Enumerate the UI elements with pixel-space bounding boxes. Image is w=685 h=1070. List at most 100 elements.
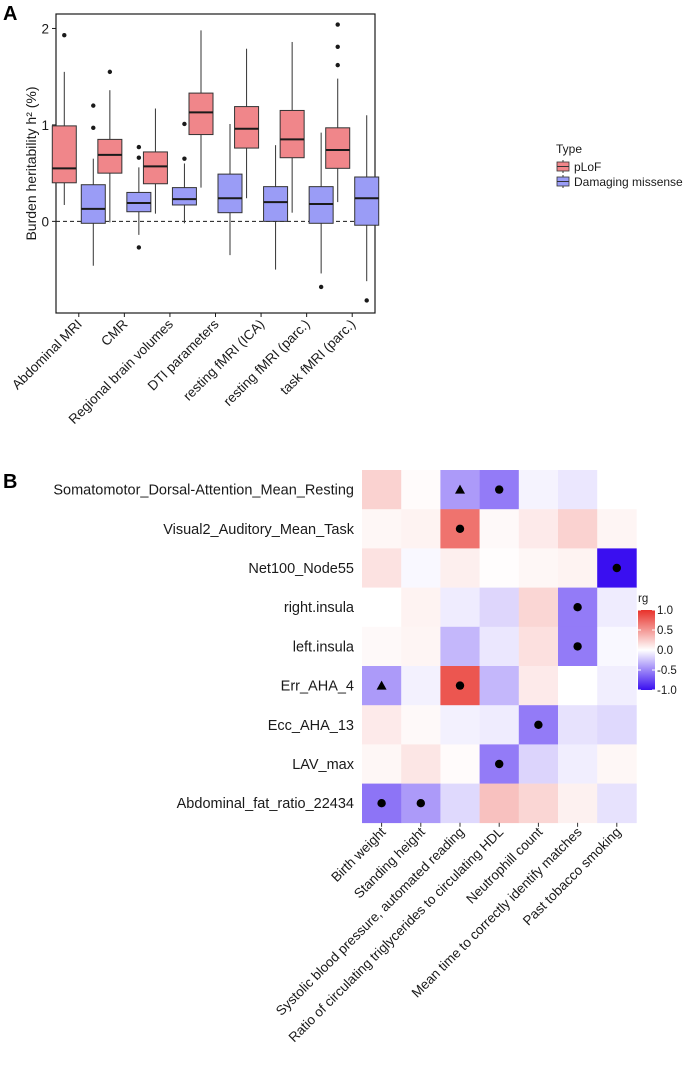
significance-dot-marker — [534, 720, 543, 729]
box-iqr — [51, 125, 77, 184]
heatmap-cell — [558, 705, 598, 745]
heatmap-cell — [362, 705, 402, 745]
box-missense — [263, 145, 289, 270]
box-missense — [217, 123, 243, 256]
outlier-point — [91, 125, 96, 131]
box-plof — [51, 33, 77, 205]
heatmap-cell — [479, 666, 520, 706]
heatmap-cell — [597, 744, 637, 784]
outlier-point — [364, 298, 369, 303]
outlier-point — [182, 121, 187, 127]
heatmap-cell — [401, 626, 441, 667]
outlier-point — [107, 69, 113, 75]
panel-b-label: B — [3, 471, 17, 493]
box-iqr — [97, 138, 123, 174]
x-tick-label: resting fMRI (ICA) — [180, 317, 267, 404]
significance-dot-marker — [612, 563, 621, 573]
box-iqr — [325, 127, 351, 169]
heatmap-row-label: Ecc_AHA_13 — [268, 718, 354, 734]
heatmap-row-label: Err_AHA_4 — [281, 679, 354, 695]
box-missense — [354, 115, 380, 303]
heatmap-cell — [440, 705, 480, 745]
box-plof — [188, 30, 214, 188]
box-iqr — [263, 186, 289, 222]
heatmap-cell — [479, 626, 520, 667]
x-tick-label: CMR — [98, 316, 131, 349]
heatmap-row-label: right.insula — [284, 600, 355, 616]
box-iqr — [354, 176, 380, 226]
outlier-point — [91, 103, 96, 108]
heatmap-row-label: LAV_max — [292, 757, 355, 773]
heatmap-row-label: left.insula — [293, 639, 355, 655]
colorbar-title: rg — [638, 593, 648, 605]
heatmap-cell — [518, 548, 559, 588]
legend-key — [556, 160, 570, 173]
box-plof — [234, 48, 260, 199]
heatmap-cell — [558, 744, 598, 784]
box-iqr — [279, 109, 305, 159]
box-plof — [279, 41, 305, 213]
heatmap-cell — [518, 509, 559, 549]
y-tick-label: 0 — [41, 214, 49, 229]
box-iqr — [80, 184, 106, 224]
heatmap-row-label: Abdominal_fat_ratio_22434 — [177, 796, 354, 812]
heatmap-row-label: Somatomotor_Dorsal-Attention_Mean_Restin… — [53, 483, 354, 499]
heatmap-cell — [597, 509, 637, 549]
heatmap-cell — [518, 744, 559, 784]
heatmap-cell — [518, 783, 559, 824]
heatmap-cell — [440, 626, 480, 667]
heatmap-cell — [597, 626, 637, 667]
box-iqr — [171, 187, 197, 206]
heatmap-cell — [597, 470, 637, 510]
box-iqr — [234, 106, 260, 149]
heatmap-cell — [401, 744, 441, 784]
heatmap-cell — [518, 587, 559, 628]
heatmap-cell — [597, 666, 637, 706]
box-plof — [142, 108, 168, 214]
heatmap-cell — [558, 470, 598, 510]
heatmap-cell — [518, 626, 559, 667]
significance-dot-marker — [573, 603, 582, 612]
heatmap-cell — [479, 705, 520, 745]
box-plof — [97, 69, 123, 223]
y-tick-label: 2 — [41, 21, 49, 36]
significance-dot-marker — [416, 799, 425, 808]
heatmap-cell — [479, 509, 520, 549]
heatmap-cell — [362, 548, 402, 588]
heatmap-cell — [401, 587, 441, 628]
significance-triangle-marker — [376, 680, 387, 690]
significance-triangle-marker — [455, 484, 465, 494]
significance-dot-marker — [495, 759, 504, 769]
box-missense — [308, 132, 334, 290]
heatmap-cell — [440, 744, 480, 784]
outlier-point — [136, 144, 142, 150]
panel-a-label: A — [3, 3, 17, 25]
heatmap-cell — [362, 470, 402, 510]
heatmap-cell — [479, 548, 520, 588]
significance-dot-marker — [455, 681, 465, 690]
heatmap-cell — [597, 587, 637, 628]
heatmap-cell — [597, 705, 637, 745]
heatmap-cell — [558, 783, 598, 824]
legend-label: pLoF — [574, 160, 601, 174]
colorbar-tick-label: -1.0 — [657, 685, 677, 697]
colorbar-tick-label: 0.0 — [657, 645, 673, 657]
colorbar-tick-label: 1.0 — [657, 605, 673, 617]
heatmap-cell — [362, 626, 402, 667]
heatmap-cell — [558, 548, 598, 588]
y-tick-label: 1 — [41, 118, 49, 133]
outlier-point — [62, 33, 67, 38]
colorbar-tick-label: -0.5 — [657, 665, 677, 677]
heatmap-cell — [401, 509, 441, 549]
outlier-point — [318, 284, 324, 290]
x-tick-label: Abdominal MRI — [9, 317, 85, 393]
heatmap-row-label: Net100_Node55 — [248, 561, 354, 577]
heatmap-cell — [518, 666, 559, 706]
heatmap-panel: Somatomotor_Dorsal-Attention_Mean_Restin… — [53, 470, 677, 1045]
heatmap-cell — [440, 783, 480, 824]
heatmap-cell — [518, 470, 559, 510]
box-missense — [80, 103, 106, 266]
heatmap-row-label: Visual2_Auditory_Mean_Task — [163, 522, 355, 538]
